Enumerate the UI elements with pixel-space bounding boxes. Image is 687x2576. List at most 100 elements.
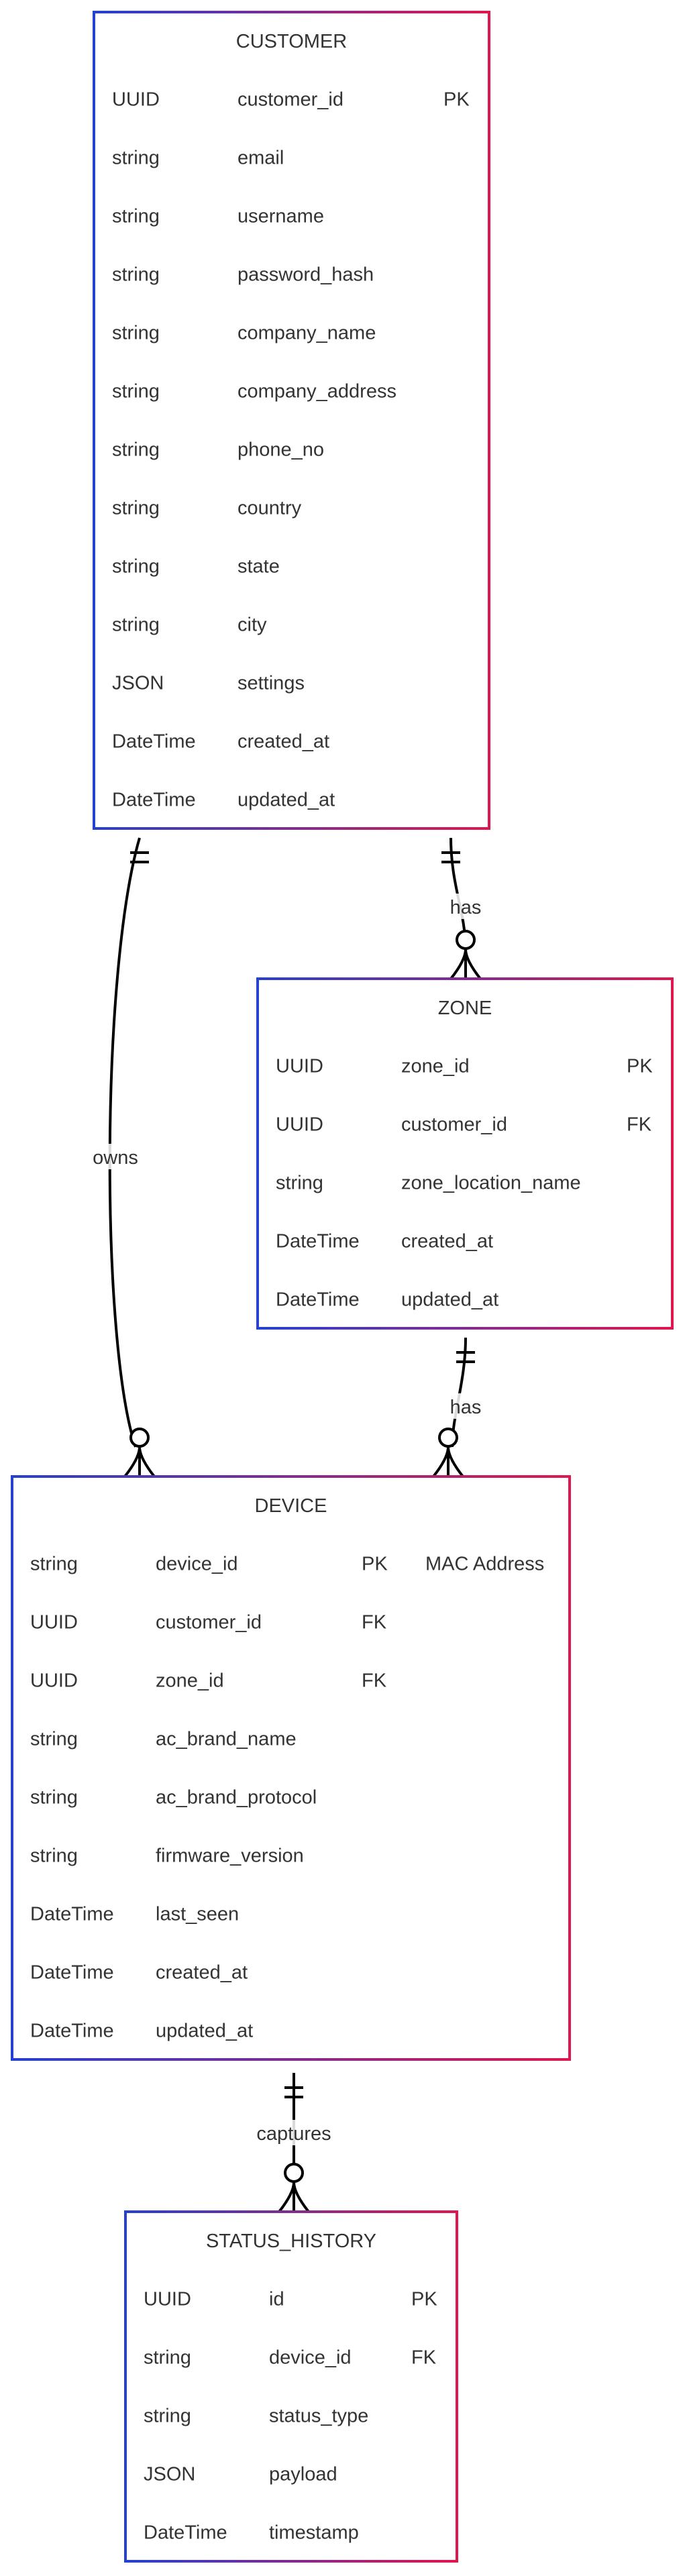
attr-key: FK bbox=[411, 2347, 437, 2369]
entity-title: CUSTOMER bbox=[236, 31, 347, 52]
attr-name: device_id bbox=[156, 1554, 238, 1575]
attr-type: string bbox=[30, 1729, 78, 1750]
attr-name: created_at bbox=[401, 1231, 493, 1252]
attr-type: UUID bbox=[276, 1056, 323, 1077]
attr-name: password_hash bbox=[237, 264, 374, 286]
attr-name: country bbox=[237, 498, 302, 519]
attr-type: string bbox=[112, 323, 160, 344]
attr-type: string bbox=[112, 206, 160, 227]
attr-type: DateTime bbox=[30, 2021, 114, 2042]
attr-type: string bbox=[112, 148, 160, 169]
attr-type: string bbox=[112, 264, 160, 286]
relationship-label: has bbox=[447, 1393, 484, 1419]
attr-type: string bbox=[30, 1787, 78, 1809]
relationship-label: captures bbox=[251, 2120, 337, 2145]
entity-title: ZONE bbox=[438, 998, 492, 1019]
attr-type: DateTime bbox=[112, 790, 196, 811]
cardinality-many-marker bbox=[450, 930, 482, 980]
entity-customer[interactable]: CUSTOMER UUID customer_id PK string email stri… bbox=[93, 11, 490, 830]
attr-key: FK bbox=[627, 1114, 652, 1136]
entity-title: DEVICE bbox=[255, 1495, 327, 1517]
attr-name: zone_location_name bbox=[401, 1173, 581, 1194]
attr-type: string bbox=[112, 498, 160, 519]
cardinality-many-marker bbox=[432, 1428, 464, 1478]
attr-name: updated_at bbox=[401, 1289, 498, 1311]
attr-key: FK bbox=[362, 1612, 387, 1633]
attr-type: DateTime bbox=[30, 1904, 114, 1925]
attr-name: username bbox=[237, 206, 324, 227]
attr-key: FK bbox=[362, 1670, 387, 1692]
attr-name: customer_id bbox=[156, 1612, 262, 1633]
relationship-lines bbox=[108, 837, 482, 2213]
relationship-line bbox=[108, 837, 141, 1448]
attr-type: DateTime bbox=[276, 1231, 360, 1252]
attr-name: updated_at bbox=[237, 790, 335, 811]
attr-type: DateTime bbox=[276, 1289, 360, 1311]
attr-type: string bbox=[144, 2347, 191, 2369]
attr-type: string bbox=[112, 381, 160, 402]
attr-name: customer_id bbox=[237, 89, 344, 111]
attr-name: firmware_version bbox=[156, 1845, 304, 1867]
attr-name: created_at bbox=[156, 1962, 248, 1984]
attr-comment: MAC Address bbox=[425, 1554, 544, 1575]
attr-type: UUID bbox=[30, 1670, 78, 1692]
attr-name: phone_no bbox=[237, 439, 324, 461]
attr-name: zone_id bbox=[401, 1056, 470, 1077]
relationship-label-text: owns bbox=[93, 1147, 138, 1169]
attr-key: PK bbox=[627, 1056, 653, 1077]
attr-type: string bbox=[30, 1845, 78, 1867]
entity-zone[interactable]: ZONE UUID zone_id PK UUID customer_id FK string… bbox=[256, 977, 674, 1330]
relationship-label: has bbox=[447, 894, 484, 919]
cardinality-many-marker bbox=[123, 1428, 156, 1478]
attr-type: string bbox=[112, 556, 160, 578]
attr-name: id bbox=[269, 2289, 284, 2310]
relationship-label-text: captures bbox=[256, 2123, 331, 2145]
attr-name: company_name bbox=[237, 323, 376, 344]
attr-name: city bbox=[237, 614, 267, 636]
attr-type: string bbox=[30, 1554, 78, 1575]
attr-name: ac_brand_protocol bbox=[156, 1787, 317, 1809]
attr-name: email bbox=[237, 148, 284, 169]
cardinality-one-marker bbox=[130, 851, 149, 863]
attr-type: UUID bbox=[144, 2289, 191, 2310]
attr-name: state bbox=[237, 556, 280, 578]
attr-name: customer_id bbox=[401, 1114, 507, 1136]
cardinality-one-marker bbox=[441, 851, 460, 863]
attr-name: timestamp bbox=[269, 2522, 359, 2544]
attr-name: last_seen bbox=[156, 1904, 239, 1925]
attr-key: PK bbox=[411, 2289, 437, 2310]
attr-type: UUID bbox=[276, 1114, 323, 1136]
attr-name: settings bbox=[237, 673, 305, 694]
attr-name: device_id bbox=[269, 2347, 352, 2369]
attr-type: string bbox=[144, 2406, 191, 2427]
relationship-label: owns bbox=[93, 1144, 138, 1169]
attr-type: UUID bbox=[112, 89, 160, 111]
attr-type: DateTime bbox=[144, 2522, 227, 2544]
cardinality-many-marker bbox=[278, 2163, 310, 2213]
relationship-zone-device[interactable] bbox=[432, 1337, 475, 1478]
attr-type: string bbox=[112, 439, 160, 461]
attr-name: ac_brand_name bbox=[156, 1729, 297, 1750]
attr-type: DateTime bbox=[112, 731, 196, 753]
attr-type: string bbox=[276, 1173, 323, 1194]
attr-name: company_address bbox=[237, 381, 397, 402]
attr-name: zone_id bbox=[156, 1670, 224, 1692]
cardinality-one-marker bbox=[284, 2086, 303, 2098]
attr-name: created_at bbox=[237, 731, 329, 753]
cardinality-one-marker bbox=[456, 1351, 475, 1363]
relationship-label-text: has bbox=[450, 1397, 482, 1418]
attr-name: updated_at bbox=[156, 2021, 253, 2042]
attr-type: string bbox=[112, 614, 160, 636]
attr-type: DateTime bbox=[30, 1962, 114, 1984]
attr-key: PK bbox=[362, 1554, 388, 1575]
attr-key: PK bbox=[443, 89, 470, 111]
attr-name: status_type bbox=[269, 2406, 368, 2427]
attr-type: JSON bbox=[112, 673, 164, 694]
relationship-label-text: has bbox=[450, 897, 482, 918]
relationship-labels: has owns has captures bbox=[93, 894, 484, 2145]
attr-type: JSON bbox=[144, 2464, 195, 2485]
